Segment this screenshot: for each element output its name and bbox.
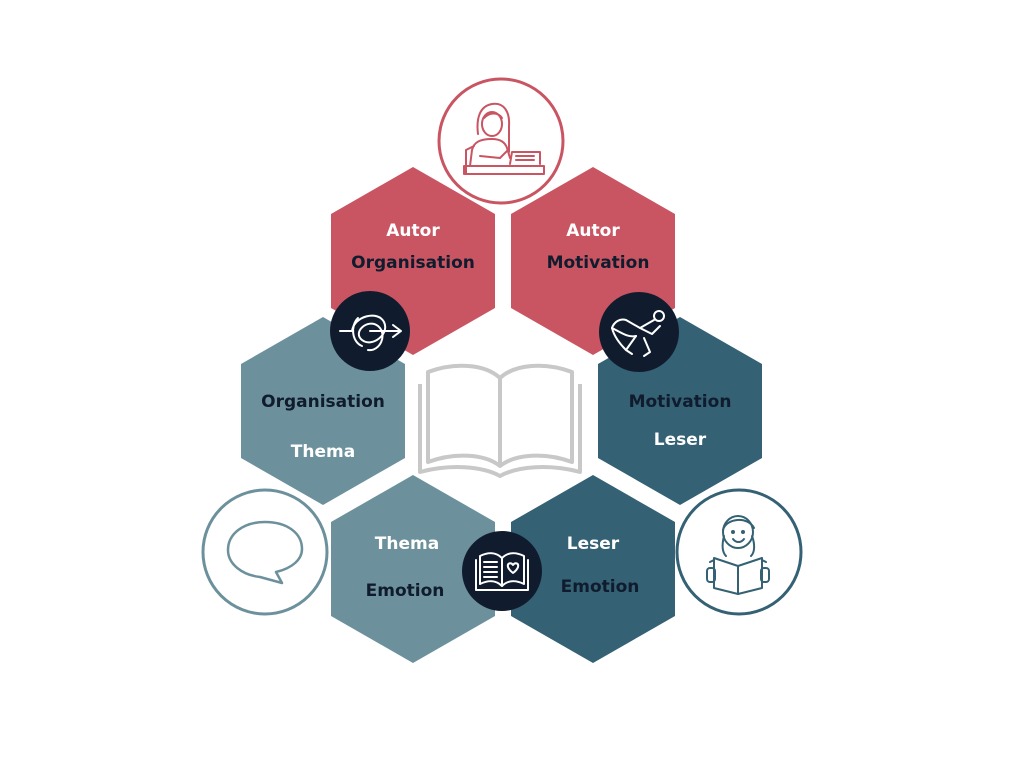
reader-girl-icon: [675, 488, 803, 616]
hex-label-line2: Motivation: [547, 253, 650, 273]
hex-label-line1: Autor: [386, 221, 440, 241]
hex-label-line2: Organisation: [351, 253, 475, 273]
hex-label-line2: Emotion: [366, 581, 445, 601]
author-writing-icon: [437, 77, 565, 205]
hex-label-line1: Motivation: [629, 392, 732, 412]
open-book-heart-icon: [462, 531, 542, 611]
hex-label-line1: Thema: [375, 534, 439, 554]
speech-bubble-icon: [201, 488, 329, 616]
hex-leser-emotion: Leser Emotion: [511, 475, 675, 663]
hex-label-line2: Leser: [654, 430, 707, 450]
hex-thema-emotion: Thema Emotion: [331, 475, 495, 663]
hex-label-line2: Emotion: [561, 577, 640, 597]
open-book-icon: [418, 363, 582, 478]
hex-label-line1: Autor: [566, 221, 620, 241]
superhero-icon: [599, 292, 679, 372]
hex-label-line2: Thema: [291, 442, 355, 462]
tangled-arrow-icon: [330, 291, 410, 371]
hex-label-line1: Organisation: [261, 392, 385, 412]
hex-label-line1: Leser: [567, 534, 620, 554]
